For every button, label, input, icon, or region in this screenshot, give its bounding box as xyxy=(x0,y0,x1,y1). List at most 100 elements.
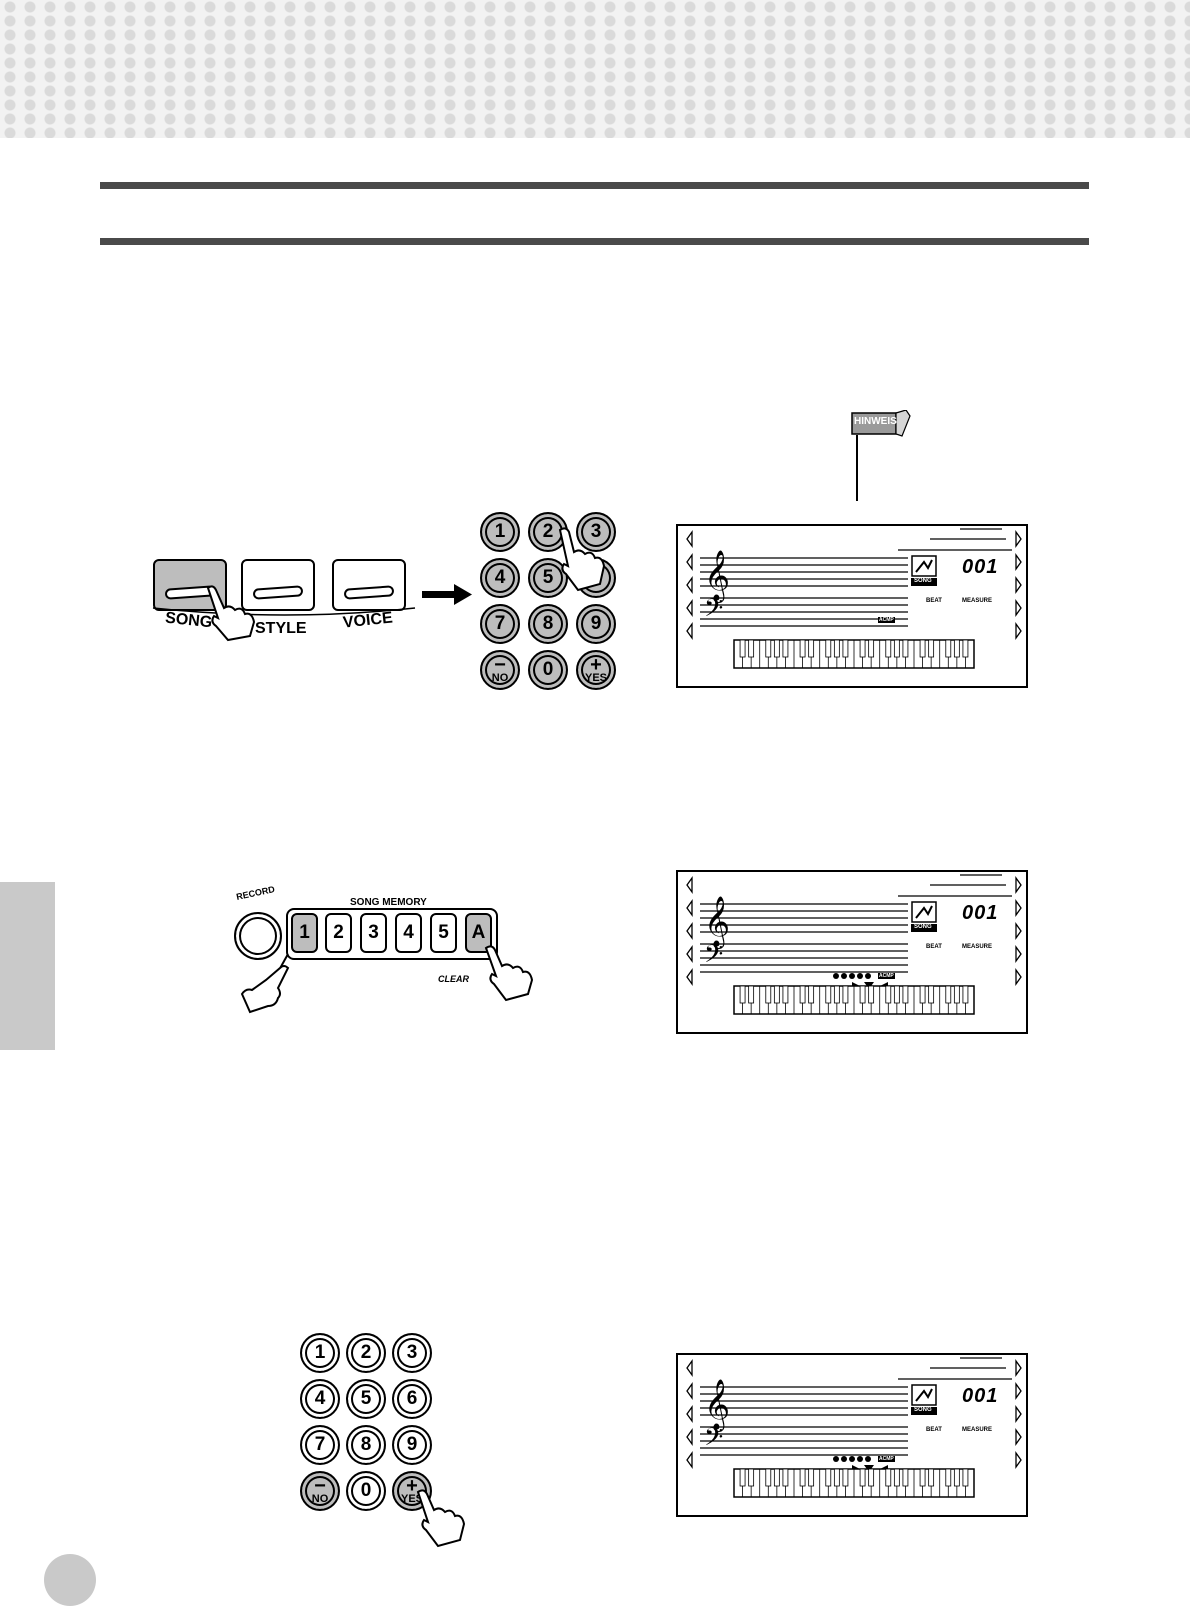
black-key xyxy=(885,985,892,1004)
lcd-song-badge: SONG xyxy=(914,1407,932,1413)
black-key xyxy=(748,1468,755,1487)
black-key xyxy=(962,985,969,1004)
lcd-display-step2: 𝄞 𝄢 SONG 001 BEAT MEASURE ACMP xyxy=(676,870,1028,1034)
key-4[interactable]: 4 xyxy=(300,1379,340,1419)
black-key xyxy=(799,985,806,1004)
key-1[interactable]: 1 xyxy=(300,1333,340,1373)
black-key xyxy=(919,1468,926,1487)
style-button[interactable] xyxy=(241,559,315,611)
black-key xyxy=(808,985,815,1004)
lcd-measure-label: MEASURE xyxy=(962,1427,993,1433)
black-key xyxy=(825,639,832,658)
key-3[interactable]: 3 xyxy=(576,512,616,552)
key-8[interactable]: 8 xyxy=(528,604,568,644)
no-key-label: NO xyxy=(311,1493,329,1505)
key-5[interactable]: 5 xyxy=(346,1379,386,1419)
key-1[interactable]: 1 xyxy=(480,512,520,552)
song-mode-icon xyxy=(911,555,937,577)
black-key xyxy=(748,985,755,1004)
black-key xyxy=(825,985,832,1004)
svg-text:𝄞: 𝄞 xyxy=(704,550,730,603)
key-2[interactable]: 2 xyxy=(346,1333,386,1373)
lcd-measure-value: 001 xyxy=(962,902,999,924)
style-button-label: STYLE xyxy=(255,620,307,637)
yes-key[interactable]: + YES xyxy=(576,650,616,690)
lcd-acmp-label: ACMP xyxy=(878,973,895,979)
black-key xyxy=(782,1468,789,1487)
track-5-button[interactable]: 5 xyxy=(430,913,457,953)
track-2-button[interactable]: 2 xyxy=(325,913,352,953)
no-key-label: NO xyxy=(491,672,509,684)
track-3-button[interactable]: 3 xyxy=(360,913,387,953)
pointing-hand-icon xyxy=(416,1489,466,1548)
clear-label: CLEAR xyxy=(438,974,469,984)
key-7[interactable]: 7 xyxy=(480,604,520,644)
key-0[interactable]: 0 xyxy=(346,1471,386,1511)
minus-symbol: − xyxy=(314,1475,326,1497)
black-key xyxy=(748,639,755,658)
no-key[interactable]: − NO xyxy=(480,650,520,690)
scroll-icon xyxy=(851,409,911,437)
black-key xyxy=(842,639,849,658)
black-key xyxy=(928,1468,935,1487)
black-key xyxy=(825,1468,832,1487)
mode-bracket-line xyxy=(152,607,416,616)
note-tag-line xyxy=(856,435,858,501)
black-key xyxy=(739,1468,746,1487)
note-tag-label: HINWEIS xyxy=(854,416,897,427)
key-9[interactable]: 9 xyxy=(392,1425,432,1465)
black-key xyxy=(799,639,806,658)
black-key xyxy=(833,639,840,658)
section-rule-bottom xyxy=(100,238,1089,245)
lcd-staff-graphic: 𝄞 𝄢 xyxy=(686,874,1022,1015)
page-number-marker xyxy=(44,1554,96,1606)
black-key xyxy=(885,1468,892,1487)
arrow-right-icon xyxy=(422,584,472,605)
lcd-display-step1: 𝄞 𝄢 SONG 001 BEAT MEASURE ACMP xyxy=(676,524,1028,688)
key-3[interactable]: 3 xyxy=(392,1333,432,1373)
key-6[interactable]: 6 xyxy=(392,1379,432,1419)
black-key xyxy=(808,639,815,658)
black-key xyxy=(902,1468,909,1487)
black-key xyxy=(953,985,960,1004)
black-key xyxy=(919,985,926,1004)
black-key xyxy=(739,985,746,1004)
track-1-button[interactable]: 1 xyxy=(291,913,318,953)
record-button[interactable] xyxy=(234,912,282,960)
song-memory-title: SONG MEMORY xyxy=(350,897,427,908)
black-key xyxy=(868,985,875,1004)
key-0[interactable]: 0 xyxy=(528,650,568,690)
lcd-staff-graphic: 𝄞 𝄢 xyxy=(686,528,1022,669)
black-key xyxy=(868,639,875,658)
black-key xyxy=(773,1468,780,1487)
lcd-measure-label: MEASURE xyxy=(962,944,993,950)
black-key xyxy=(765,1468,772,1487)
no-key[interactable]: − NO xyxy=(300,1471,340,1511)
black-key xyxy=(773,639,780,658)
pointing-hand-icon xyxy=(206,585,256,642)
black-key xyxy=(765,639,772,658)
black-key xyxy=(945,1468,952,1487)
song-memory-frame xyxy=(286,908,498,960)
key-9[interactable]: 9 xyxy=(576,604,616,644)
yes-key-label: YES xyxy=(400,1493,423,1505)
track-4-button[interactable]: 4 xyxy=(395,913,422,953)
key-7[interactable]: 7 xyxy=(300,1425,340,1465)
black-key xyxy=(739,639,746,658)
black-key xyxy=(842,985,849,1004)
black-key xyxy=(953,639,960,658)
key-4[interactable]: 4 xyxy=(480,558,520,598)
voice-button[interactable] xyxy=(332,559,406,611)
black-key xyxy=(799,1468,806,1487)
lcd-acmp-label: ACMP xyxy=(878,1456,895,1462)
black-key xyxy=(893,1468,900,1487)
svg-text:𝄢: 𝄢 xyxy=(704,940,723,975)
black-key xyxy=(859,639,866,658)
key-5[interactable]: 5 xyxy=(528,558,568,598)
yes-key-label: YES xyxy=(584,672,607,684)
key-8[interactable]: 8 xyxy=(346,1425,386,1465)
svg-text:𝄞: 𝄞 xyxy=(704,896,730,949)
black-key xyxy=(893,639,900,658)
lcd-song-badge: SONG xyxy=(914,924,932,930)
minus-symbol: − xyxy=(494,654,506,676)
